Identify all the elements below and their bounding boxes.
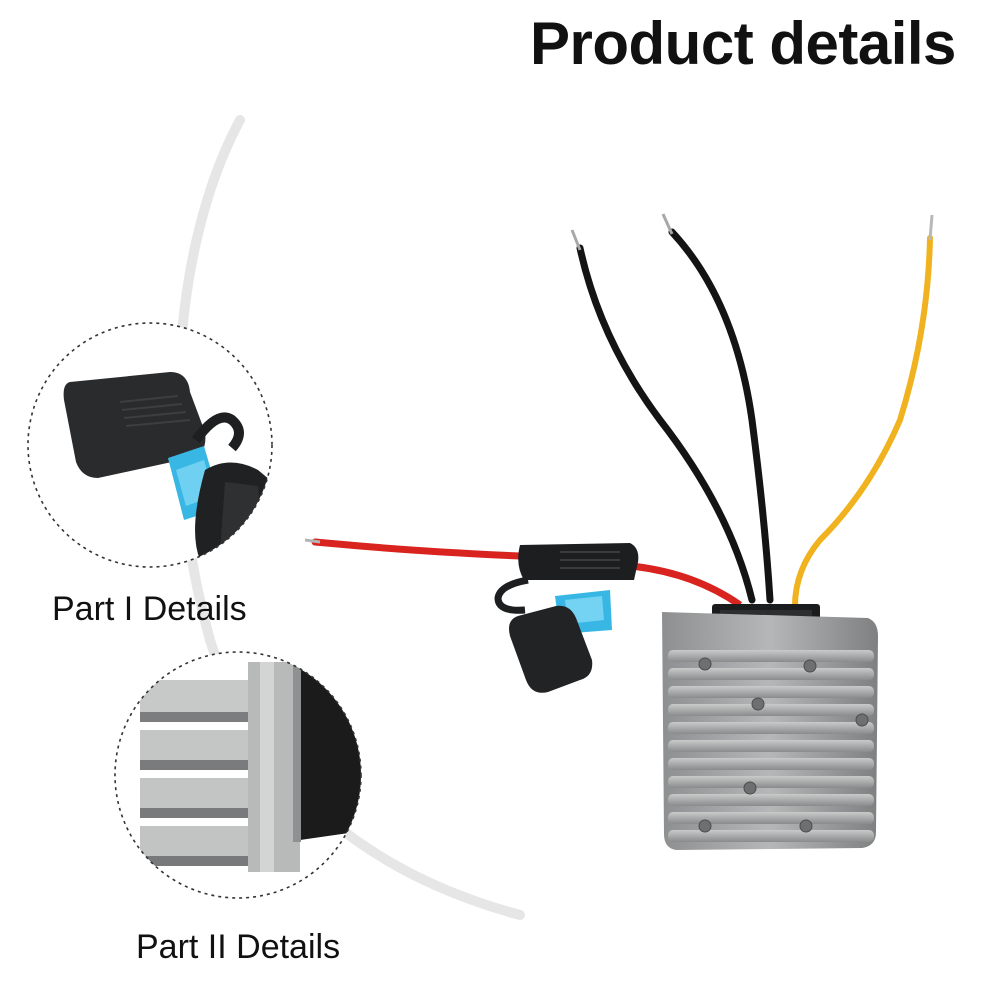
background-arc bbox=[173, 115, 525, 920]
inline-fuse-holder bbox=[494, 543, 639, 693]
detail-circle-2 bbox=[114, 651, 362, 899]
heatsink-icon bbox=[115, 652, 361, 898]
heatsink-fins bbox=[668, 650, 874, 842]
converter-module-icon bbox=[304, 213, 934, 850]
detail-2-label: Part II Details bbox=[136, 928, 341, 966]
black-wire-1 bbox=[576, 244, 756, 604]
fuse-holder-icon bbox=[63, 372, 272, 560]
black-wire-2 bbox=[668, 228, 774, 604]
detail-1-label: Part I Details bbox=[52, 590, 247, 628]
yellow-wire bbox=[792, 235, 933, 609]
red-wire bbox=[311, 538, 544, 562]
detail-circle-1 bbox=[27, 322, 273, 568]
page-title: Product details bbox=[530, 10, 956, 77]
